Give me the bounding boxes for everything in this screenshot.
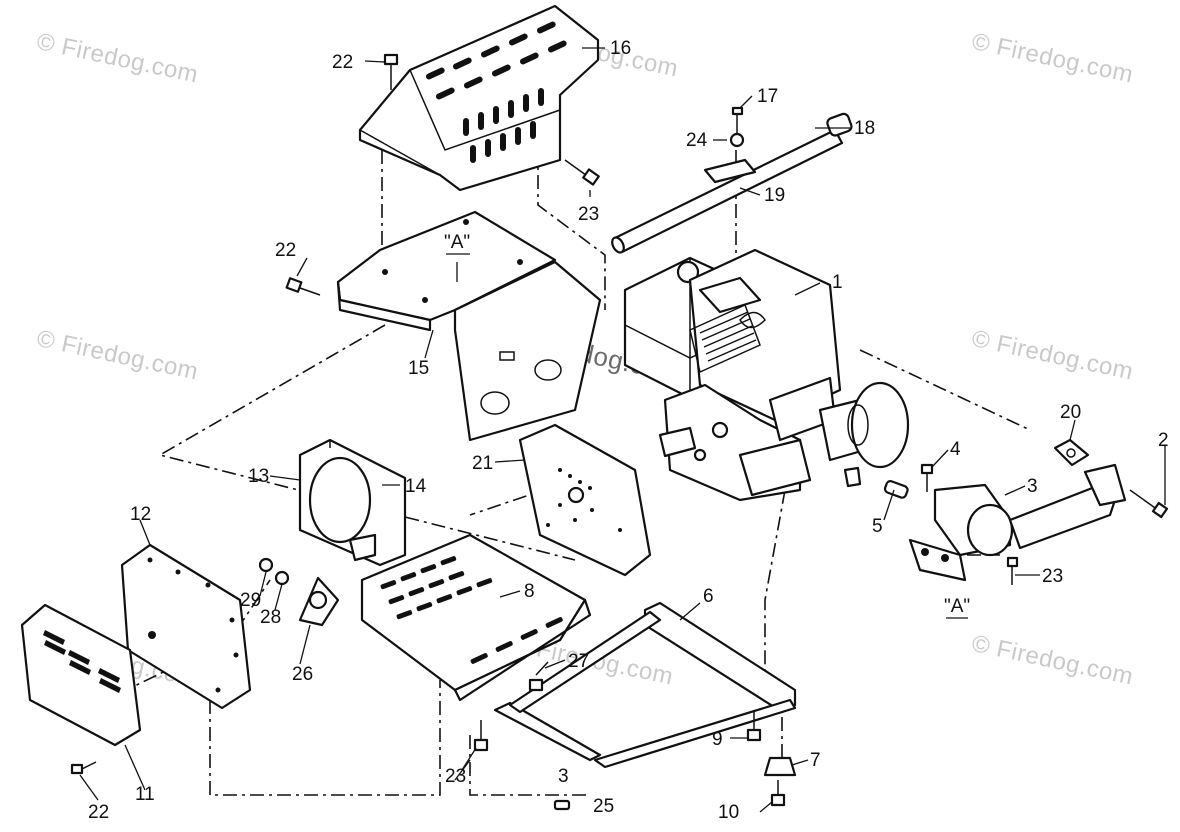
marker-a-right: "A" [944,596,970,619]
part-9-bolt [746,710,762,742]
callout-5: 5 [872,516,883,537]
part-15-shroud [336,210,602,442]
part-6-frame [493,601,797,769]
callout-23-right: 23 [1042,566,1063,587]
part-8-slotted-base [360,533,592,702]
callout-15: 15 [408,358,429,379]
callout-3: 3 [1027,476,1038,497]
part-23-bolt-top [564,159,600,186]
callout-19: 19 [764,185,785,206]
callout-14: 14 [405,476,427,497]
callout-12: 12 [130,504,151,525]
part-23-bolt-bottom [473,720,489,752]
callout-28: 28 [260,607,281,628]
part-28-washer [274,570,290,586]
part-11-front-panel [20,603,142,747]
callout-18: 18 [854,118,875,139]
part-22-bolt-top [383,53,399,90]
callout-9: 9 [712,729,723,750]
callout-6: 6 [703,586,714,607]
callout-10: 10 [718,802,739,823]
callout-22-top: 22 [332,52,353,73]
callout-25: 25 [593,796,614,817]
part-26-bracket [298,576,340,627]
callout-21: 21 [472,453,493,474]
part-13-14-fan-housing [298,438,407,567]
callout-29: 29 [240,590,261,611]
part-19-rod [611,128,844,254]
callout-8: 8 [524,581,535,602]
part-16-top-cover [358,4,600,192]
callout-7: 7 [810,750,821,771]
part-3-muffler [908,463,1127,582]
callout-17: 17 [757,86,778,107]
part-20-gasket [1053,438,1090,467]
callout-2: 2 [1158,430,1169,451]
part-1-engine [623,248,910,502]
callout-11: 11 [135,784,155,805]
callout-27: 27 [568,651,589,672]
marker-a-top: "A" [444,232,470,255]
leader-lines [79,47,1166,813]
part-12-panel [120,543,252,710]
callout-20: 20 [1060,402,1081,423]
callout-1: 1 [832,272,843,293]
part-21-adapter-plate [518,423,652,577]
callout-22-bottom: 22 [88,802,109,823]
callout-3-frame: 3 [558,766,569,787]
callout-labels: 1 2 3 4 5 6 7 8 9 10 11 12 13 14 15 16 1… [88,38,1169,823]
callout-23-bottom: 23 [445,766,466,787]
marker-a-top-label: "A" [444,232,470,253]
part-25-nut [553,799,571,811]
part-18-end-cap [826,112,853,137]
part-4-bolt [920,463,934,492]
callout-23-top: 23 [578,204,599,225]
part-5-fitting [883,480,909,499]
part-2-bolt [1129,489,1169,519]
part-22-bolt-mid [285,277,321,296]
part-27-bolt [528,661,549,692]
callout-26: 26 [292,664,313,685]
part-17-bolt [729,106,745,148]
part-23-bolt-right [1006,556,1019,585]
marker-a-right-label: "A" [944,596,970,617]
callout-13: 13 [248,466,269,487]
callout-24: 24 [686,130,708,151]
callout-16: 16 [610,38,631,59]
callout-4: 4 [950,439,961,460]
part-22-bolt-bottom [70,761,97,775]
assembly-lines [94,148,1031,796]
part-10-bolt [770,780,786,807]
part-7-foot [763,756,797,777]
part-29-nut [258,557,274,573]
callout-22-mid: 22 [275,240,296,261]
